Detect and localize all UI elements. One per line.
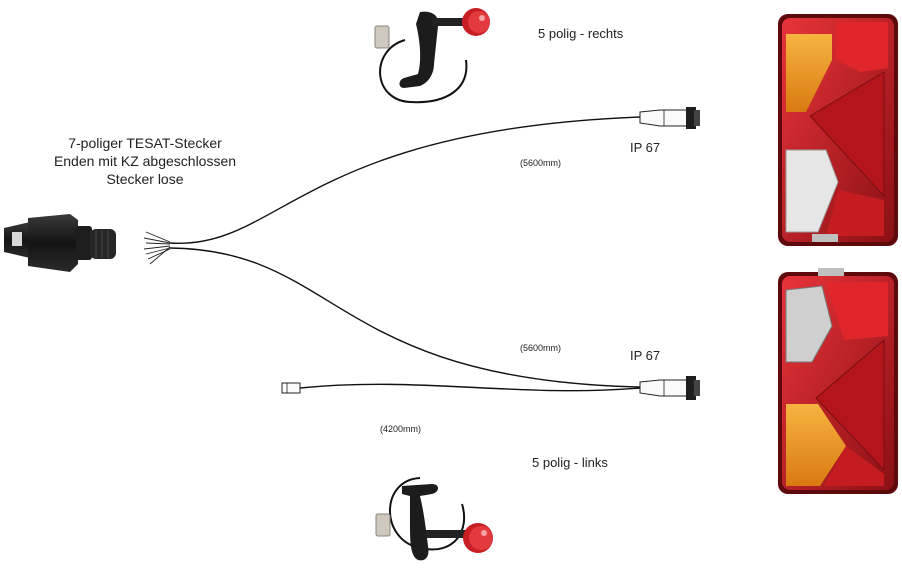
side-marker-lamp-right [374, 8, 490, 104]
red-led-section [826, 282, 888, 340]
cable-length-right: (5600mm) [520, 158, 562, 168]
side-marker-lamp-left [375, 477, 493, 561]
tail-light-right [778, 14, 898, 246]
plug-label-line-1: 7-poliger TESAT-Stecker [68, 135, 222, 151]
cables [169, 116, 641, 392]
plug-description: 7-poliger TESAT-Stecker Enden mit KZ abg… [30, 134, 260, 188]
cable-left [169, 247, 641, 388]
wire-ends [143, 231, 171, 265]
tail-light-left [778, 268, 898, 494]
ip-rating-right: IP 67 [630, 140, 661, 155]
tesat-plug [4, 214, 116, 272]
plug-label-line-3: Stecker lose [106, 171, 184, 187]
cable-length-left: (5600mm) [520, 343, 562, 353]
connector-label-left: 5 polig - links [532, 455, 608, 470]
reflector-triangle [809, 71, 885, 198]
white-lens-section [785, 285, 833, 363]
ip-rating-left: IP 67 [630, 348, 661, 363]
white-lens-section [785, 149, 839, 233]
cable-right [169, 116, 641, 244]
connector-left [639, 376, 700, 400]
amber-section [786, 404, 846, 486]
connector-label-right: 5 polig - rechts [538, 26, 624, 41]
plug-label-line-2: Enden mit KZ abgeschlossen [53, 153, 237, 169]
red-led-section [836, 22, 888, 72]
cable-marker-left [299, 383, 641, 392]
marker-plug-small [281, 382, 301, 394]
cable-length-marker: (4200mm) [380, 424, 422, 434]
connector-right [639, 107, 700, 129]
reflector-triangle [815, 338, 885, 472]
amber-section [786, 34, 832, 112]
